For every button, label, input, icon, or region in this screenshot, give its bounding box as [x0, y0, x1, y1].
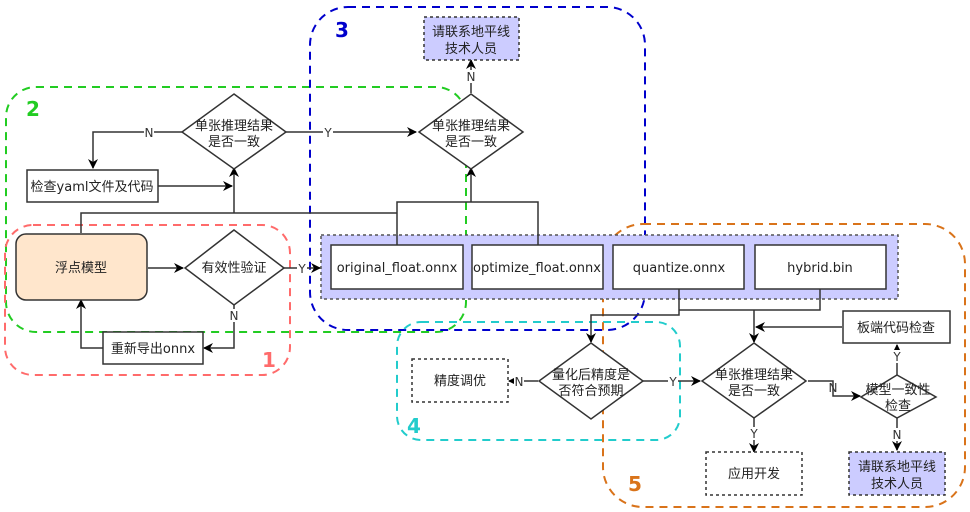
group-4-boundary [396, 321, 681, 441]
reexport-onnx-node[interactable]: 重新导出onnx [102, 331, 204, 365]
contact-top-line1: 请联系地平线 [432, 25, 510, 40]
edge-label-y-app-dev: Y [749, 427, 758, 441]
float-model-label: 浮点模型 [55, 261, 107, 276]
single-infer-diamond-3[interactable]: 单张推理结果 是否一致 [700, 342, 808, 419]
edge-label-y-diamond2: Y [323, 126, 332, 140]
quant-accuracy-line2: 否符合预期 [558, 383, 623, 399]
float-model-node[interactable]: 浮点模型 [15, 233, 148, 301]
check-yaml-label: 检查yaml文件及代码 [31, 180, 154, 195]
file-hybrid-bin[interactable]: hybrid.bin [754, 244, 887, 290]
file-optimize-float[interactable]: optimize_float.onnx [471, 244, 604, 290]
edge-label-n-tuning: N [515, 375, 524, 389]
contact-bottom-line1: 请联系地平线 [858, 460, 936, 475]
file-quantize[interactable]: quantize.onnx [612, 244, 745, 290]
single-infer-3-line2: 是否一致 [728, 384, 780, 399]
group-3-number: 3 [335, 18, 349, 42]
group-1-number: 1 [262, 348, 276, 372]
validity-check-label: 有效性验证 [201, 260, 266, 276]
model-consistency-line2: 检查 [885, 399, 911, 414]
edge-label-n-reexport: N [230, 309, 239, 323]
group-2-boundary [5, 86, 467, 333]
group-1-boundary [4, 224, 291, 376]
reexport-onnx-label: 重新导出onnx [111, 341, 195, 357]
edge-label-n-contact-top: N [467, 70, 476, 84]
edge-label-y-board: Y [892, 350, 901, 364]
contact-bottom-line2: 技术人员 [871, 477, 923, 492]
file-optimize-float-label: optimize_float.onnx [473, 261, 601, 276]
single-infer-1-line1: 单张推理结果 [195, 119, 273, 134]
quant-accuracy-line1: 量化后精度是 [552, 367, 630, 383]
app-dev-node[interactable]: 应用开发 [705, 451, 803, 496]
single-infer-3-line1: 单张推理结果 [715, 368, 793, 383]
model-consistency-line1: 模型一致性 [865, 383, 930, 398]
board-code-check-label: 板端代码检查 [857, 321, 935, 336]
file-quantize-label: quantize.onnx [633, 261, 726, 276]
file-original-float[interactable]: original_float.onnx [330, 244, 464, 290]
contact-top-line2: 技术人员 [445, 42, 497, 57]
group-3-boundary [309, 6, 646, 331]
edge-label-y-diamond3: Y [668, 375, 677, 389]
file-hybrid-bin-label: hybrid.bin [787, 261, 853, 276]
group-4-number: 4 [407, 414, 421, 438]
board-code-check-node[interactable]: 板端代码检查 [842, 310, 951, 344]
single-infer-2-line1: 单张推理结果 [432, 119, 510, 134]
group-2-number: 2 [26, 97, 40, 121]
group-5-number: 5 [628, 472, 642, 496]
edge-label-y-files: Y [297, 262, 306, 276]
edge-label-n-consistency: N [829, 381, 838, 395]
single-infer-diamond-1[interactable]: 单张推理结果 是否一致 [180, 93, 288, 170]
app-dev-label: 应用开发 [728, 466, 780, 482]
check-yaml-node[interactable]: 检查yaml文件及代码 [26, 169, 159, 203]
validity-check-node[interactable]: 有效性验证 [183, 229, 286, 306]
single-infer-1-line2: 是否一致 [208, 135, 260, 150]
file-original-float-label: original_float.onnx [337, 261, 458, 276]
accuracy-tuning-node[interactable]: 精度调优 [411, 358, 509, 403]
single-infer-2-line2: 是否一致 [445, 135, 497, 150]
contact-bottom-node[interactable]: 请联系地平线 技术人员 [848, 451, 946, 496]
single-infer-diamond-2[interactable]: 单张推理结果 是否一致 [417, 93, 525, 170]
contact-top-node[interactable]: 请联系地平线 技术人员 [423, 16, 520, 61]
quant-accuracy-diamond[interactable]: 量化后精度是 否符合预期 [537, 342, 645, 420]
edge-label-n-check-yaml: N [145, 126, 154, 140]
model-consistency-diamond[interactable]: 模型一致性 检查 [859, 374, 938, 419]
accuracy-tuning-label: 精度调优 [434, 373, 486, 389]
edge-label-n-contact-bottom: N [893, 428, 902, 442]
